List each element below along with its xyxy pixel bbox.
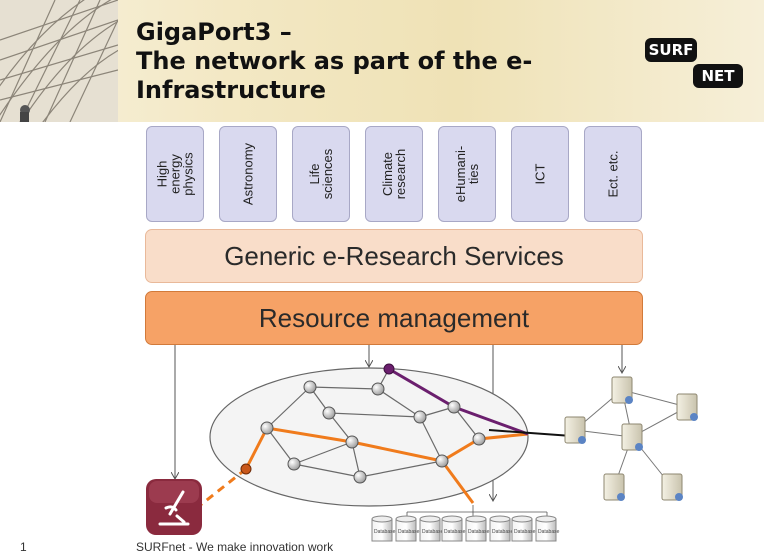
domain-box-climate-research: Climate research [365, 126, 423, 222]
domain-box-life-sciences: Life sciences [292, 126, 350, 222]
server-icon [611, 376, 633, 404]
database-label: Database [538, 529, 560, 535]
server-icon [621, 423, 643, 451]
logo-net: NET [693, 64, 743, 88]
architecture-photo [0, 0, 118, 122]
header-band [0, 0, 764, 122]
resource-management-layer: Resource management [145, 291, 643, 345]
footer-text: SURFnet - We make innovation work [136, 540, 334, 554]
domain-box-astronomy: Astronomy [219, 126, 277, 222]
footer-page-number: 1 [20, 540, 27, 554]
purple-endpoint-node [383, 363, 395, 375]
database-label: Database [444, 529, 466, 535]
server-icon [676, 393, 698, 421]
database-label: Database [468, 529, 490, 535]
domain-box-ict: ICT [511, 126, 569, 222]
database-label: Database [492, 529, 514, 535]
server-icon [564, 416, 586, 444]
database-label: Database [398, 529, 420, 535]
database-label: Database [514, 529, 536, 535]
domain-box-high-energy-physics: High energy physics [146, 126, 204, 222]
domain-box-ehumanities: eHumani- ties [438, 126, 496, 222]
server-icon [661, 473, 683, 501]
server-icon [603, 473, 625, 501]
orange-path [197, 426, 529, 509]
domain-box-etc: Ect. etc. [584, 126, 642, 222]
logo-surf: SURF [645, 38, 697, 62]
database-label: Database [422, 529, 444, 535]
surfnet-logo: SURF NET [645, 34, 755, 94]
cluster-link [488, 429, 573, 437]
network-nodes [260, 380, 486, 484]
microscope-icon [146, 479, 202, 535]
slide-title: GigaPort3 – The network as part of the e… [136, 18, 533, 104]
generic-e-research-services-layer: Generic e-Research Services [145, 229, 643, 283]
orange-endpoint-node [240, 463, 252, 475]
database-label: Database [374, 529, 396, 535]
database-group: Database Database Database Database Data… [371, 515, 560, 542]
